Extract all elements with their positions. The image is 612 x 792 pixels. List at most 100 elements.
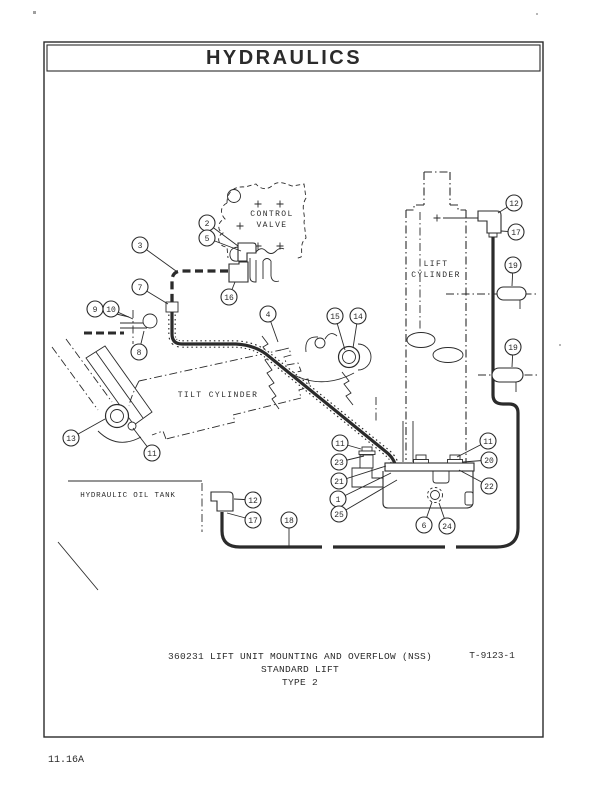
page-number: 11.16A	[48, 755, 84, 766]
valve-port-circle	[227, 189, 241, 203]
caption-line3: TYPE 2	[282, 677, 318, 688]
mast-lines	[51, 335, 377, 591]
cylinder-port-mark	[433, 214, 478, 222]
callout-21-22: 21	[330, 465, 387, 490]
hose-fitting-7	[165, 301, 179, 313]
callout-23-21: 23	[330, 453, 365, 471]
callout-24-29: 24	[438, 502, 456, 535]
callout-19-13: 19	[504, 256, 522, 287]
callout-number: 5	[205, 235, 210, 244]
hose-clip-group	[84, 310, 158, 344]
plate-tab	[432, 471, 450, 484]
callout-11-16: 11	[132, 427, 161, 462]
drain-port-outer	[427, 487, 443, 503]
figure-ref: T-9123-1	[469, 650, 515, 661]
callout-12-17: 12	[233, 491, 262, 509]
callout-number: 17	[511, 229, 521, 238]
supply-hose	[165, 269, 402, 474]
elbow-tank	[210, 491, 234, 512]
clamp-upper	[496, 286, 527, 301]
hose-end-bolt	[358, 446, 376, 455]
callout-18-19: 18	[280, 511, 298, 546]
callout-number: 25	[334, 511, 344, 520]
label-control-valve-2: VALVE	[256, 221, 287, 230]
callout-12-11: 12	[497, 194, 523, 214]
callout-number: 20	[484, 457, 494, 466]
mounting-assembly	[351, 421, 475, 509]
callout-2-0: 2	[198, 214, 239, 247]
callout-1-23: 1	[329, 472, 392, 508]
valve-wave-line	[255, 247, 285, 254]
callout-number: 6	[422, 522, 427, 531]
tilt-eye-pin	[127, 421, 137, 431]
callout-20-26: 20	[462, 451, 498, 469]
lift-cylinder-group: LIFT CYLINDER	[405, 171, 538, 463]
drain-port-inner	[430, 490, 440, 500]
callout-number: 2	[205, 220, 210, 229]
control-valve-group: CONTROL VALVE	[218, 182, 307, 283]
callout-number: 3	[138, 242, 143, 251]
callout-number: 23	[334, 459, 344, 468]
label-tilt-cylinder: TILT CYLINDER	[178, 391, 259, 400]
tilt-eye-inner	[110, 409, 124, 423]
callout-number: 11	[335, 440, 345, 449]
return-hose	[220, 234, 520, 553]
tilt-cylinder-group: TILT CYLINDER	[97, 347, 311, 443]
label-control-valve-1: CONTROL	[250, 210, 293, 219]
figure-caption: 360231 LIFT UNIT MOUNTING AND OVERFLOW (…	[168, 650, 515, 688]
callout-16-7: 16	[220, 281, 238, 306]
hose-clamps	[491, 286, 527, 392]
clip-loop	[142, 313, 158, 329]
callout-19-14: 19	[504, 338, 522, 368]
caption-line1: 360231 LIFT UNIT MOUNTING AND OVERFLOW (…	[168, 651, 432, 662]
caption-line2: STANDARD LIFT	[261, 664, 339, 675]
callout-8-6: 8	[130, 330, 148, 361]
callout-number: 24	[442, 523, 452, 532]
callout-number: 19	[508, 344, 518, 353]
callout-number: 11	[483, 438, 493, 447]
mount-housing	[382, 471, 474, 509]
page-title: HYDRAULICS	[206, 47, 362, 69]
callout-number: 16	[224, 294, 234, 303]
callout-11-25: 11	[456, 432, 497, 458]
callout-number: 21	[334, 478, 344, 487]
callout-number: 10	[106, 306, 116, 315]
callout-4-8: 4	[259, 305, 279, 343]
callout-15-9: 15	[326, 307, 346, 351]
callout-6-28: 6	[415, 501, 433, 534]
callout-number: 9	[93, 306, 98, 315]
scan-specks	[33, 11, 561, 346]
callout-14-10: 14	[349, 307, 367, 349]
callout-number: 17	[248, 517, 258, 526]
callout-17-18: 17	[226, 511, 262, 529]
callout-number: 19	[508, 262, 518, 271]
swivel-ring	[337, 345, 361, 369]
callout-number: 15	[330, 313, 340, 322]
callout-number: 13	[66, 435, 76, 444]
title-band	[46, 44, 541, 72]
callout-number: 12	[509, 200, 519, 209]
label-lift-cylinder-2: CYLINDER	[411, 271, 461, 280]
elbow-fittings	[228, 210, 502, 283]
callout-number: 11	[147, 450, 157, 459]
valve-ports	[249, 258, 280, 283]
callout-number: 1	[336, 496, 341, 505]
callout-number: 4	[266, 311, 271, 320]
callout-number: 12	[248, 497, 258, 506]
label-lift-cylinder-1: LIFT	[424, 260, 449, 269]
tilt-eye-outer	[104, 403, 130, 429]
elbow-16	[228, 261, 249, 283]
callout-number: 22	[484, 483, 494, 492]
callout-13-15: 13	[62, 418, 106, 447]
mount-plate	[384, 462, 475, 472]
callout-7-3: 7	[131, 278, 169, 305]
callout-17-12: 17	[500, 223, 525, 241]
swivel-fitting-group	[291, 333, 372, 383]
callout-number: 18	[284, 517, 294, 526]
oil-tank-group: HYDRAULIC OIL TANK	[68, 480, 234, 532]
callout-number: 7	[138, 284, 143, 293]
callout-11-20: 11	[331, 434, 362, 452]
